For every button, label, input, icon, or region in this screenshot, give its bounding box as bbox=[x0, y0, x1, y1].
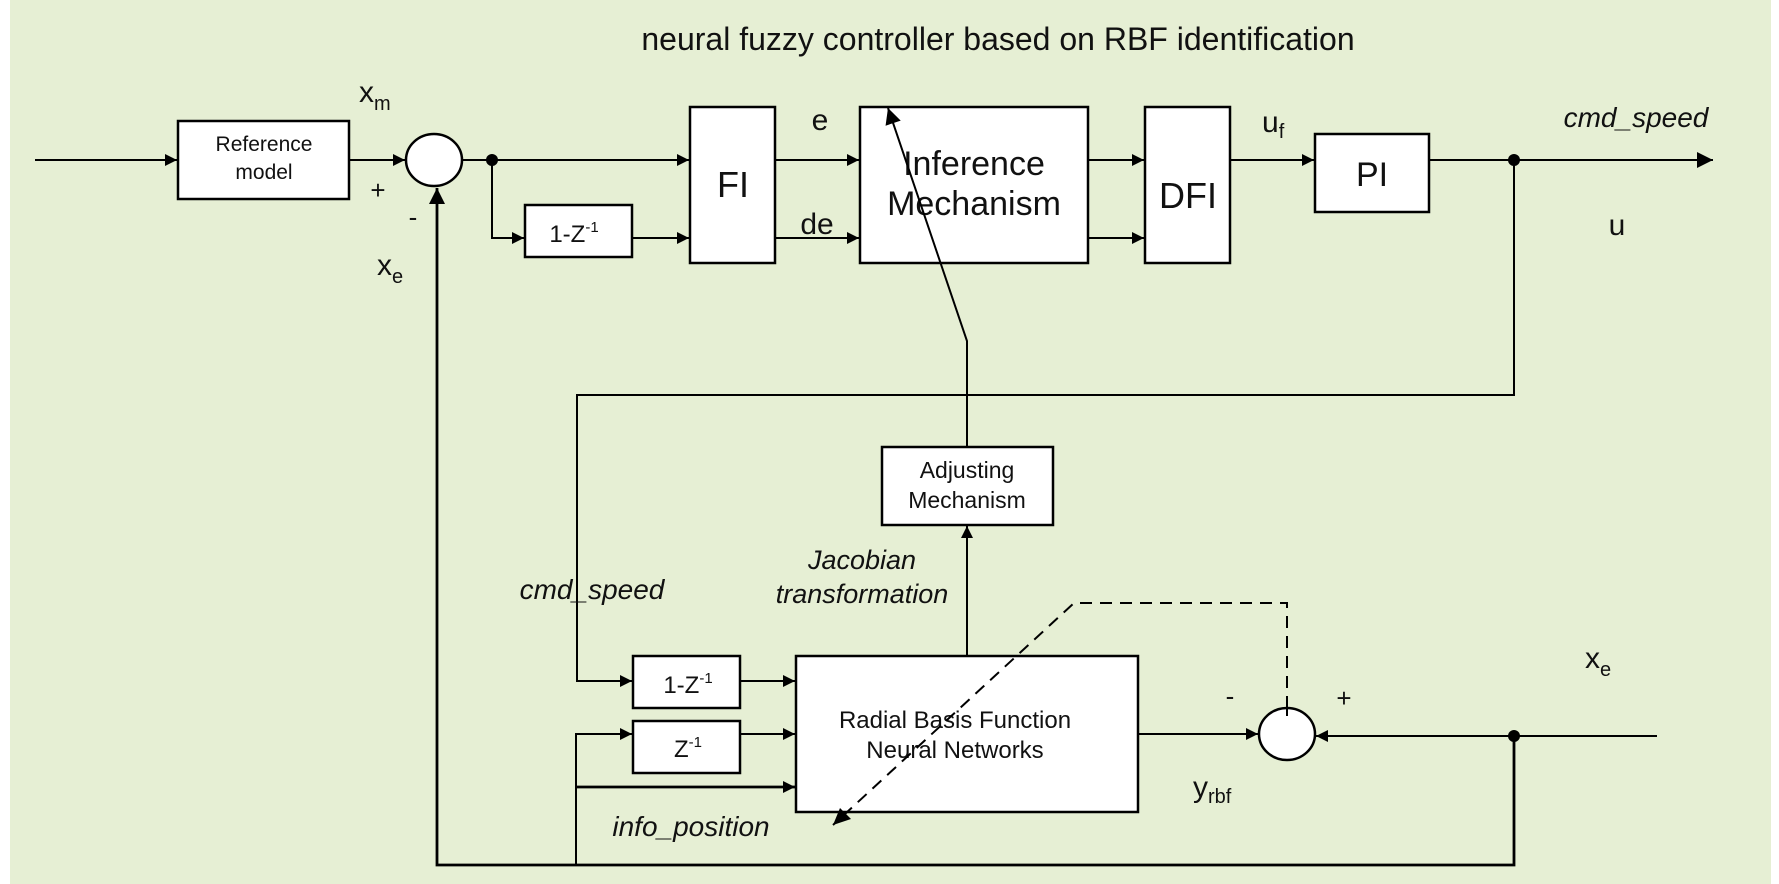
adjusting-mechanism-block: Adjusting Mechanism bbox=[880, 445, 1055, 527]
difference-block-bottom: 1-Z-1 bbox=[631, 654, 742, 710]
diagram-title: neural fuzzy controller based on RBF ide… bbox=[641, 21, 1354, 57]
cmd-speed-feedback-line bbox=[576, 160, 1515, 687]
jacobian-label-line2: transformation bbox=[776, 579, 949, 609]
sum-bottom-minus: - bbox=[1226, 681, 1235, 711]
pi-controller-block: PI bbox=[1313, 132, 1431, 214]
svg-text:DFI: DFI bbox=[1159, 175, 1217, 216]
cmd-speed-bottom-label: cmd_speed bbox=[520, 574, 666, 605]
info-position-label: info_position bbox=[612, 811, 769, 842]
delay-block-bottom: Z-1 bbox=[631, 719, 742, 775]
difference-block-top: 1-Z-1 bbox=[523, 203, 634, 259]
learning-error-arrowhead bbox=[833, 808, 851, 825]
svg-text:PI: PI bbox=[1356, 156, 1388, 194]
reference-model-block: Reference model bbox=[176, 119, 351, 201]
learning-error-dashed-line bbox=[832, 602, 1288, 826]
reference-model-label-line2: model bbox=[235, 161, 292, 184]
reference-model-label-line1: Reference bbox=[216, 133, 313, 156]
xe-feedback-line bbox=[429, 188, 1516, 867]
svg-text:Inference: Inference bbox=[903, 145, 1045, 183]
error-branch-line bbox=[491, 160, 524, 244]
svg-text:Mechanism: Mechanism bbox=[908, 487, 1026, 513]
xe-bottom-label: xe bbox=[1585, 642, 1611, 681]
svg-text:FI: FI bbox=[717, 164, 749, 205]
info-position-delay-line bbox=[575, 728, 632, 865]
rbf-neural-network-block: Radial Basis Function Neural Networks bbox=[794, 654, 1140, 814]
inference-mechanism-block: Inference Mechanism bbox=[858, 105, 1090, 265]
svg-text:1-Z-1: 1-Z-1 bbox=[663, 670, 712, 699]
xm-label: xm bbox=[359, 76, 391, 115]
u-label: u bbox=[1609, 209, 1626, 242]
adjusting-signal-line bbox=[885, 107, 968, 447]
defuzzification-block: DFI bbox=[1143, 105, 1232, 265]
svg-text:Neural Networks: Neural Networks bbox=[866, 737, 1043, 764]
yrbf-label: yrbf bbox=[1193, 771, 1232, 808]
svg-text:Adjusting: Adjusting bbox=[920, 457, 1015, 483]
summing-junction-top bbox=[404, 132, 464, 188]
fuzzification-block: FI bbox=[688, 105, 777, 265]
cmd-speed-top-label: cmd_speed bbox=[1564, 102, 1710, 133]
e-label: e bbox=[812, 104, 829, 137]
de-label: de bbox=[800, 208, 833, 241]
uf-label: uf bbox=[1262, 106, 1285, 143]
jacobian-label-line1: Jacobian bbox=[807, 545, 916, 575]
svg-text:1-Z-1: 1-Z-1 bbox=[549, 219, 598, 248]
sum-top-plus: + bbox=[370, 175, 385, 205]
sum-bottom-plus: + bbox=[1336, 683, 1351, 713]
svg-text:Z-1: Z-1 bbox=[674, 734, 702, 763]
svg-text:Mechanism: Mechanism bbox=[887, 185, 1061, 223]
svg-text:Radial Basis Function: Radial Basis Function bbox=[839, 707, 1071, 734]
xe-top-label: xe bbox=[377, 249, 403, 288]
sum-top-minus: - bbox=[409, 202, 418, 232]
